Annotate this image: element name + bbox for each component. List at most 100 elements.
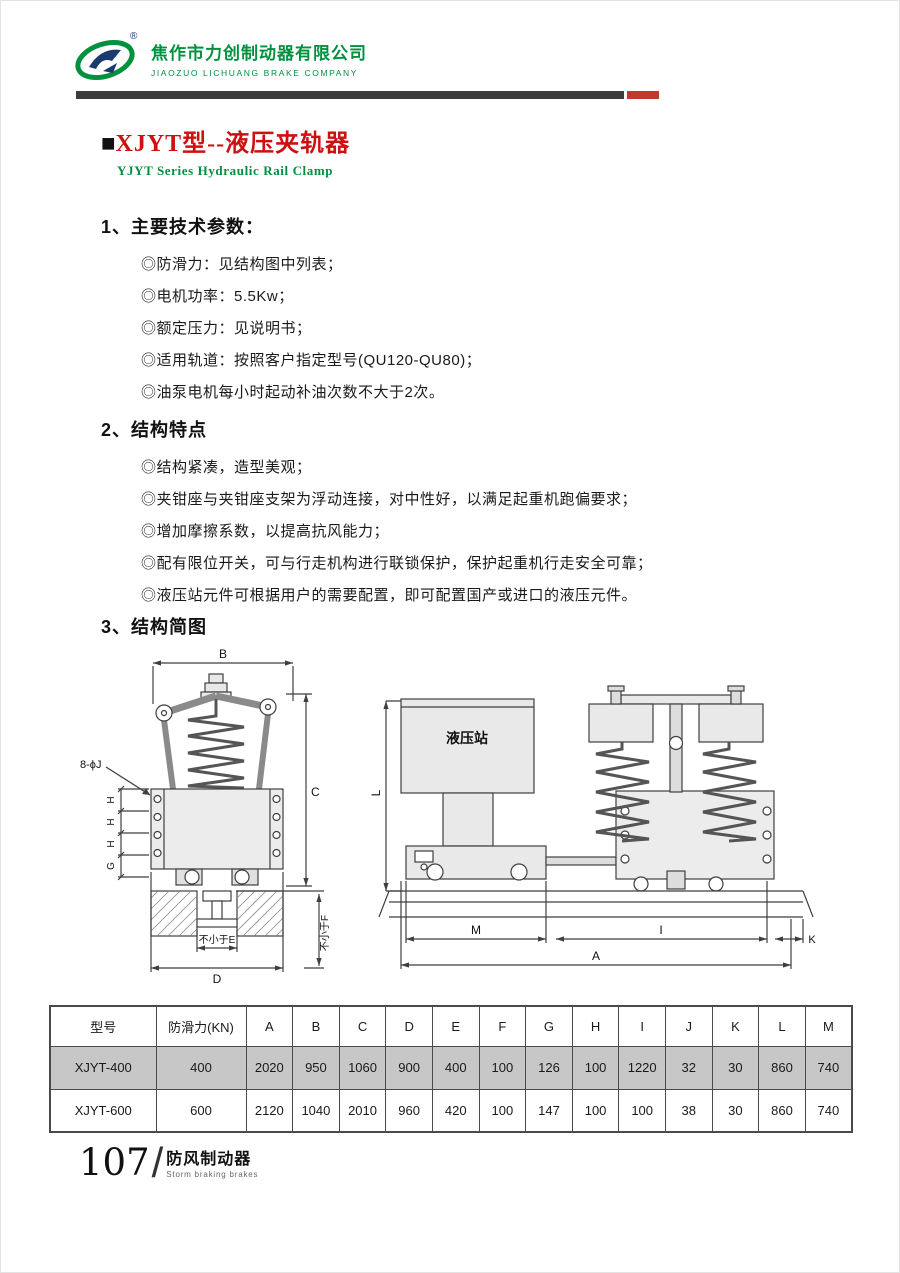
dim-label-e: 不小于E <box>199 934 236 946</box>
registered-mark: ® <box>130 31 138 42</box>
table-cell: 30 <box>711 1088 760 1133</box>
rail-section <box>196 890 238 928</box>
table-cell: 100 <box>571 1045 620 1090</box>
table-cell: 100 <box>478 1088 527 1133</box>
dimension-m-lines <box>405 881 547 943</box>
bullet-item: ◎结构紧凑，造型美观； <box>141 459 312 476</box>
dim-label-h3: H <box>106 840 117 847</box>
dimension-b-lines <box>152 660 294 704</box>
table-cell: 950 <box>292 1045 340 1090</box>
dim-label-m: M <box>471 923 481 937</box>
table-header-cell: K <box>711 1005 760 1047</box>
bullet-item: ◎防滑力：见结构图中列表； <box>141 256 343 273</box>
table-header-cell: I <box>618 1005 666 1047</box>
header-rule-red <box>627 91 659 99</box>
table-header-cell: 型号 <box>49 1005 157 1047</box>
title-square-marker: ■ <box>101 131 116 157</box>
spring-side-right <box>702 742 757 843</box>
dimension-f-lines <box>236 890 324 969</box>
bullet-item: ◎适用轨道：按照客户指定型号(QU120-QU80)； <box>141 352 482 369</box>
footer: 107 / 防风制动器 Storm braking brakes <box>79 1141 258 1184</box>
page-title-cn: XJYT型--液压夹轨器 <box>115 131 351 157</box>
table-cell: 960 <box>385 1088 433 1133</box>
dim-label-a: A <box>592 949 600 963</box>
table-header-cell: H <box>571 1005 620 1047</box>
table-cell: 2020 <box>245 1045 294 1090</box>
bullet-item: ◎液压站元件可根据用户的需要配置，即可配置国产或进口的液压元件。 <box>141 587 638 604</box>
bullet-item: ◎额定压力：见说明书； <box>141 320 312 337</box>
table-header-cell: E <box>431 1005 480 1047</box>
table-cell: 100 <box>478 1045 527 1090</box>
table-cell: XJYT-400 <box>49 1045 157 1090</box>
header-rule-dark <box>76 91 624 99</box>
table-cell: 30 <box>711 1045 760 1090</box>
spring-front <box>187 699 245 791</box>
section-features: 2、结构特点 ◎结构紧凑，造型美观； ◎夹钳座与夹钳座支架为浮动连接，对中性好，以… <box>101 416 821 612</box>
table-cell: 600 <box>155 1088 247 1133</box>
table-cell: 400 <box>431 1045 480 1090</box>
table-header-cell: 防滑力(KN) <box>155 1005 247 1047</box>
table-cell: 38 <box>664 1088 713 1133</box>
clamp-jaw-side <box>633 870 724 892</box>
page-title-en: YJYT Series Hydraulic Rail Clamp <box>117 163 334 178</box>
table-cell: 32 <box>664 1045 713 1090</box>
dim-label-k: K <box>808 934 816 946</box>
table-cell: 2010 <box>338 1088 387 1133</box>
table-cell: 420 <box>431 1088 480 1133</box>
company-name-block: 焦作市力创制动器有限公司 JIAOZUO LICHUANG BRAKE COMP… <box>151 39 367 78</box>
clamp-top-assembly <box>588 685 764 793</box>
table-header-cell: M <box>804 1005 853 1047</box>
table-cell: 900 <box>385 1045 433 1090</box>
table-cell: XJYT-600 <box>49 1088 157 1133</box>
table-header-cell: A <box>245 1005 294 1047</box>
hole-label: 8-ϕJ <box>80 759 101 771</box>
bullet-item: ◎夹钳座与夹钳座支架为浮动连接，对中性好，以满足起重机跑偏要求； <box>141 491 638 508</box>
footer-category-en: Storm braking brakes <box>166 1170 259 1179</box>
dim-label-l: L <box>371 789 383 796</box>
bullet-item: ◎电机功率：5.5Kw； <box>141 288 294 305</box>
dim-label-h2: H <box>106 818 117 825</box>
bullet-item: ◎配有限位开关，可与行走机构进行联锁保护，保护起重机行走安全可靠； <box>141 555 653 572</box>
table-cell: 740 <box>804 1045 853 1090</box>
dimension-d-lines <box>150 872 284 972</box>
clamp-shoes <box>175 868 259 886</box>
clamp-body-front <box>150 788 284 870</box>
dim-label-h1: H <box>106 796 117 803</box>
table-header-cell: L <box>758 1005 806 1047</box>
spring-side-left <box>595 742 650 843</box>
table-cell: 400 <box>155 1045 247 1090</box>
table-cell: 100 <box>571 1088 620 1133</box>
dim-label-f: 不小于F <box>319 915 331 951</box>
table-cell: 1060 <box>338 1045 387 1090</box>
table-header-cell: D <box>385 1005 433 1047</box>
dimension-c-lines <box>286 693 312 887</box>
header-rule <box>76 91 659 99</box>
footer-category: 防风制动器 Storm braking brakes <box>166 1145 258 1183</box>
title-block: ■XJYT型--液压夹轨器 YJYT Series Hydraulic Rail… <box>101 123 350 179</box>
features-bullet-list: ◎结构紧凑，造型美观； ◎夹钳座与夹钳座支架为浮动连接，对中性好，以满足起重机跑偏… <box>141 452 821 612</box>
footer-category-cn: 防风制动器 <box>166 1151 252 1168</box>
section-heading-diagram: 3、结构简图 <box>101 617 208 637</box>
dimension-i-lines <box>556 881 768 943</box>
table-header-cell: F <box>478 1005 527 1047</box>
bullet-item: ◎增加摩擦系数，以提高抗风能力； <box>141 523 390 540</box>
ground-hatch-left <box>150 890 198 937</box>
table-cell: 1040 <box>292 1088 340 1133</box>
dim-label-i: I <box>659 923 662 937</box>
ground-hatch-right <box>236 890 284 937</box>
table-cell: 860 <box>758 1045 806 1090</box>
page-number: 107 <box>79 1141 150 1184</box>
section-heading-parameters: 1、主要技术参数： <box>101 217 265 237</box>
section-heading-features: 2、结构特点 <box>101 420 208 440</box>
rail-side-view <box>378 890 814 918</box>
dimension-hg-lines <box>117 785 149 881</box>
table-cell: 1220 <box>618 1045 666 1090</box>
company-name-en: JIAOZUO LICHUANG BRAKE COMPANY <box>151 67 359 78</box>
clamp-body-side <box>615 790 775 880</box>
front-view-diagram: B 8-ϕJ H H H G C 不小于E D 不小于F <box>80 647 331 986</box>
parameters-bullet-list: ◎防滑力：见结构图中列表； ◎电机功率：5.5Kw； ◎额定压力：见说明书； ◎适用轨… <box>141 249 821 409</box>
